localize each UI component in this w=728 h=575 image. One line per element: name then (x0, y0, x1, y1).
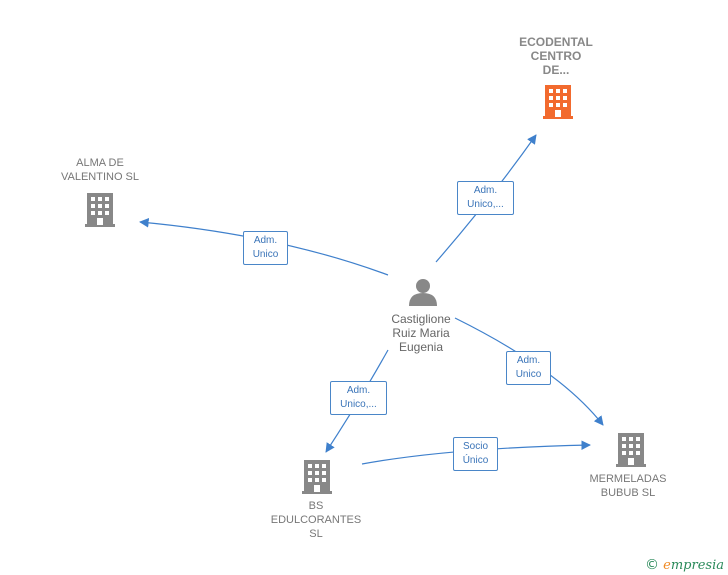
brand-name: mpresia (670, 558, 724, 573)
edge-label-bs-to-mermeladas: Socio Único (453, 437, 498, 471)
edge-label-to-mermeladas: Adm. Unico (506, 351, 551, 385)
edge-label-to-ecodental: Adm. Unico,... (457, 181, 514, 215)
person-label-castiglione[interactable]: Castiglione Ruiz Maria Eugenia (391, 312, 451, 354)
person-icon[interactable] (409, 279, 437, 306)
copyright-symbol: © (645, 557, 660, 573)
company-label-alma[interactable]: ALMA DE VALENTINO SL (60, 157, 140, 183)
company-label-bs[interactable]: BS EDULCORANTES SL (270, 500, 362, 540)
building-icon[interactable] (543, 85, 573, 119)
brand-initial: e (663, 558, 671, 573)
edge-label-to-bs: Adm. Unico,... (330, 381, 387, 415)
building-icon[interactable] (85, 193, 115, 227)
building-icon[interactable] (302, 460, 332, 494)
company-label-ecodental[interactable]: ECODENTAL CENTRO DE... (519, 35, 593, 77)
empresia-watermark: © empresia (645, 557, 724, 573)
building-icon[interactable] (616, 433, 646, 467)
company-label-mermeladas[interactable]: MERMELADAS BUBUB SL (589, 473, 667, 499)
edge-label-to-alma: Adm. Unico (243, 231, 288, 265)
